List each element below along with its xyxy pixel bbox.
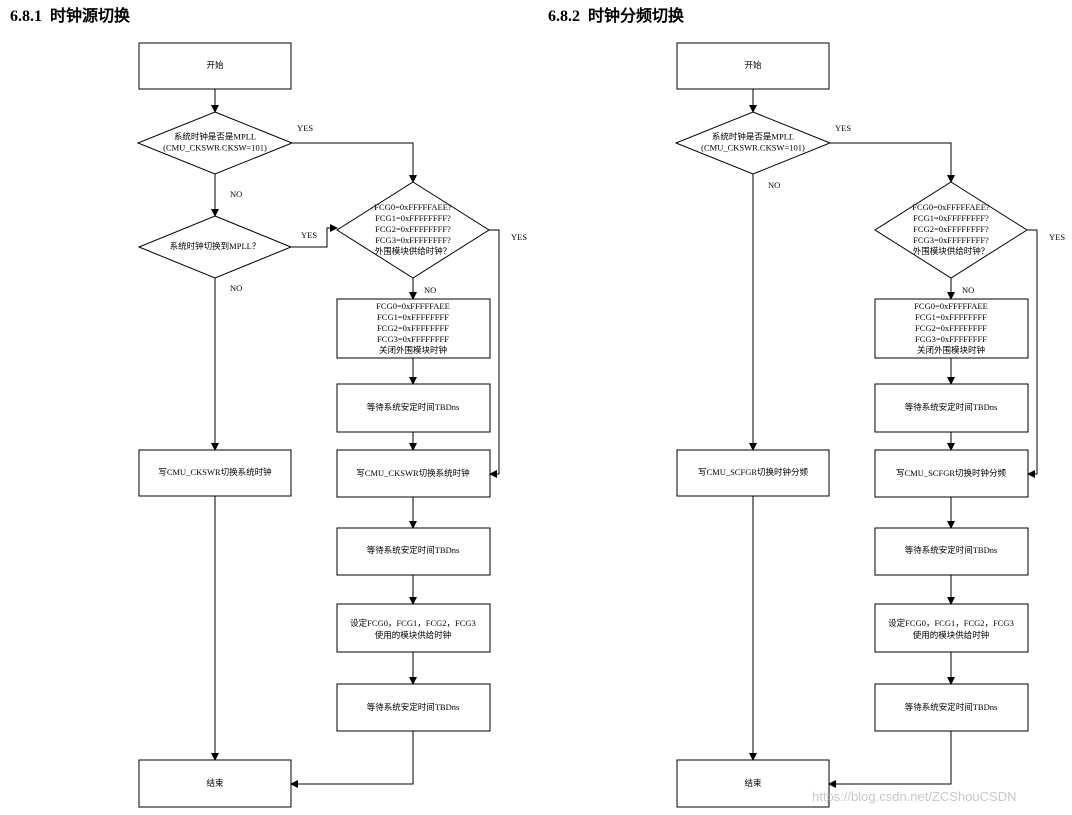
process-fcg-off-line: FCG3=0xFFFFFFFF	[377, 334, 449, 344]
process-write-register-line: 写CMU_SCFGR切换时钟分频	[896, 468, 1007, 478]
section-title-text: 时钟分频切换	[588, 8, 685, 25]
decision-fcg-check-line: FCG1=0xFFFFFFFF?	[913, 213, 989, 223]
process-set-fcg	[874, 603, 1029, 653]
start-node	[676, 42, 830, 90]
process-write-register-direct	[138, 449, 292, 497]
process-wait-1-line: 等待系统安定时间TBDns	[367, 402, 460, 412]
decision-switch-to-mpll	[137, 215, 293, 279]
end-label: 结束	[744, 778, 762, 788]
process-wait-3-line: 等待系统安定时间TBDns	[905, 702, 998, 712]
process-wait-2	[874, 527, 1029, 576]
yes-label: YES	[1049, 232, 1065, 242]
process-write-register-direct-line: 写CMU_SCFGR切换时钟分频	[698, 467, 809, 477]
start-label: 开始	[744, 60, 762, 70]
decision-fcg-check-line: FCG3=0xFFFFFFFF?	[913, 235, 989, 245]
no-label: NO	[768, 180, 780, 190]
start-label: 开始	[206, 60, 224, 70]
process-set-fcg	[336, 603, 491, 653]
process-write-register-direct-line: 写CMU_CKSWR切换系统时钟	[158, 467, 271, 477]
decision-is-mpll-line: 系统时钟是否是MPLL	[174, 131, 256, 141]
process-wait-1-line: 等待系统安定时间TBDns	[905, 402, 998, 412]
process-write-register	[874, 449, 1029, 498]
arrow-connector	[291, 224, 338, 248]
arrow-connector	[1027, 229, 1038, 478]
process-write-register	[336, 449, 491, 498]
process-wait-3	[874, 683, 1029, 732]
arrow-connector	[828, 731, 952, 788]
no-label: NO	[962, 285, 974, 295]
process-fcg-off	[874, 298, 1029, 359]
process-set-fcg-line: 使用的模块供给时钟	[375, 630, 452, 640]
end-node	[676, 759, 830, 808]
process-set-fcg-line: 设定FCG0，FCG1，FCG2，FCG3	[888, 618, 1014, 628]
process-wait-3	[336, 683, 491, 732]
arrow-connector	[830, 142, 955, 183]
yes-label: YES	[835, 123, 851, 133]
yes-label: YES	[301, 230, 317, 240]
process-fcg-off-line: FCG0=0xFFFFFAEE	[376, 301, 450, 311]
decision-fcg-check-line: 外围模块供给时钟？	[375, 246, 452, 256]
process-write-register-line: 写CMU_CKSWR切换系统时钟	[356, 468, 469, 478]
process-fcg-off-line: FCG2=0xFFFFFFFF	[915, 323, 987, 333]
process-fcg-off-line: 关闭外围模块时钟	[917, 345, 985, 355]
decision-fcg-check-line: FCG2=0xFFFFFFFF?	[375, 224, 451, 234]
process-fcg-off-line: 关闭外围模块时钟	[379, 345, 447, 355]
decision-is-mpll-line: (CMU_CKSWR.CKSW=101)	[701, 142, 805, 152]
process-wait-1	[874, 383, 1029, 433]
decision-is-mpll	[674, 111, 832, 175]
process-fcg-off-line: FCG2=0xFFFFFFFF	[377, 323, 449, 333]
process-wait-1	[336, 383, 491, 433]
no-label: NO	[424, 285, 436, 295]
process-wait-2	[336, 527, 491, 576]
arrow-connector	[290, 731, 414, 788]
decision-fcg-check-line: FCG3=0xFFFFFFFF?	[375, 235, 451, 245]
section-number: 6.8.1	[10, 8, 42, 25]
decision-fcg-check-line: FCG1=0xFFFFFFFF?	[375, 213, 451, 223]
decision-fcg-check-line: 外围模块供给时钟？	[913, 246, 990, 256]
decision-fcg-check-line: FCG2=0xFFFFFFFF?	[913, 224, 989, 234]
start-node	[138, 42, 292, 90]
decision-fcg-check	[336, 181, 490, 279]
decision-fcg-check	[874, 181, 1028, 279]
decision-fcg-check-line: FCG0=0xFFFFFAEE?	[374, 202, 452, 212]
process-fcg-off	[336, 298, 491, 359]
end-label: 结束	[206, 778, 224, 788]
process-wait-2-line: 等待系统安定时间TBDns	[905, 545, 998, 555]
decision-switch-to-mpll-line: 系统时钟切换到MPLL？	[170, 241, 261, 251]
section-title-clock-divider: 6.8.2 时钟分频切换	[548, 2, 684, 26]
process-wait-2-line: 等待系统安定时间TBDns	[367, 545, 460, 555]
yes-label: YES	[511, 232, 527, 242]
no-label: NO	[230, 283, 242, 293]
process-fcg-off-line: FCG0=0xFFFFFAEE	[914, 301, 988, 311]
process-fcg-off-line: FCG3=0xFFFFFFFF	[915, 334, 987, 344]
section-title-clock-source: 6.8.1 时钟源切换	[10, 2, 130, 26]
process-fcg-off-line: FCG1=0xFFFFFFFF	[915, 312, 987, 322]
arrow-connector	[292, 142, 417, 183]
section-number: 6.8.2	[548, 8, 580, 25]
section-title-text: 时钟源切换	[50, 8, 131, 25]
watermark: https://blog.csdn.net/ZCShouCSDN	[812, 789, 1017, 804]
process-fcg-off-line: FCG1=0xFFFFFFFF	[377, 312, 449, 322]
process-set-fcg-line: 使用的模块供给时钟	[913, 630, 990, 640]
process-wait-3-line: 等待系统安定时间TBDns	[367, 702, 460, 712]
end-node	[138, 759, 292, 808]
no-label: NO	[230, 189, 242, 199]
decision-is-mpll-line: (CMU_CKSWR.CKSW=101)	[163, 142, 267, 152]
decision-fcg-check-line: FCG0=0xFFFFFAEE?	[912, 202, 990, 212]
process-write-register-direct	[676, 449, 830, 497]
yes-label: YES	[297, 123, 313, 133]
decision-is-mpll	[136, 111, 294, 175]
arrow-connector	[489, 229, 500, 478]
process-set-fcg-line: 设定FCG0，FCG1，FCG2，FCG3	[350, 618, 476, 628]
decision-is-mpll-line: 系统时钟是否是MPLL	[712, 131, 794, 141]
